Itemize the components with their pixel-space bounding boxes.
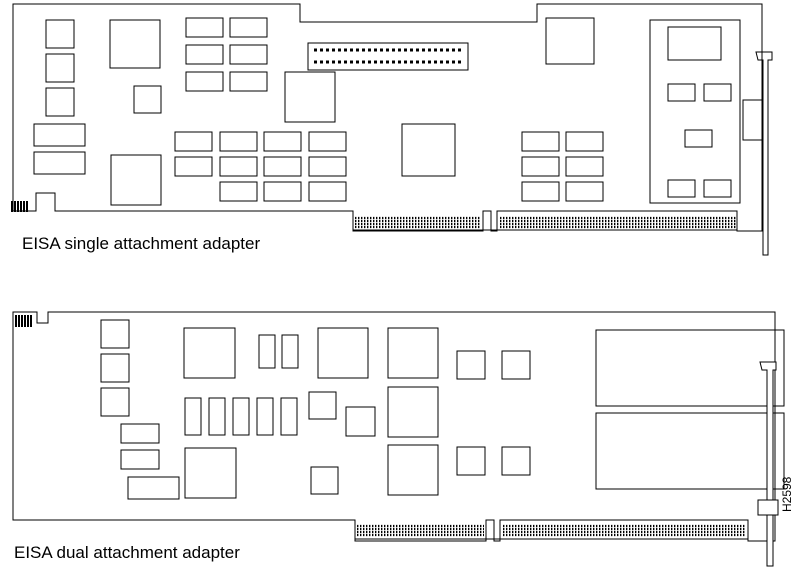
chip-narrow: [232, 397, 250, 436]
chip-large: [387, 327, 439, 379]
chip: [565, 131, 604, 152]
single-board-outline: [12, 3, 763, 232]
chip: [100, 353, 130, 383]
chip: [521, 131, 560, 152]
optical-module-b: [595, 412, 785, 490]
chip: [308, 391, 337, 420]
chip: [127, 476, 180, 500]
dual-adapter-caption: EISA dual attachment adapter: [14, 543, 240, 562]
chip-large: [401, 123, 456, 177]
chip: [521, 156, 560, 177]
chip: [229, 17, 268, 38]
dual-edge-contacts-left: [357, 524, 484, 537]
chip: [174, 131, 213, 152]
chip: [45, 53, 75, 83]
chip-narrow: [184, 397, 202, 436]
chip-narrow: [281, 334, 299, 369]
chip-large: [183, 327, 236, 379]
single-attachment-board: [11, 3, 773, 256]
chip: [33, 123, 86, 147]
chip-large: [387, 444, 439, 496]
chip: [501, 350, 531, 380]
chip: [185, 17, 224, 38]
chip: [308, 131, 347, 152]
chip: [565, 156, 604, 177]
optical-module: [649, 19, 741, 204]
chip: [219, 156, 258, 177]
chip: [565, 181, 604, 202]
chip: [521, 181, 560, 202]
chip: [229, 71, 268, 92]
chip: [45, 19, 75, 49]
chip: [185, 71, 224, 92]
chip: [308, 156, 347, 177]
dual-edge-contacts-right: [503, 524, 746, 537]
single-edge-contacts-right: [500, 216, 736, 229]
chip: [33, 151, 86, 175]
chip-narrow: [256, 397, 274, 436]
dual-mounting-bracket: [757, 361, 779, 567]
chip: [310, 466, 339, 495]
chip: [308, 181, 347, 202]
chip-large: [284, 71, 336, 123]
chip: [45, 87, 75, 117]
chip-large: [387, 386, 439, 438]
chip: [345, 406, 376, 437]
dual-attachment-board: [12, 311, 785, 567]
chip-large: [545, 17, 595, 65]
chip: [120, 449, 160, 470]
chip: [185, 44, 224, 65]
chip: [100, 319, 130, 349]
chip-large: [184, 447, 237, 499]
chip: [456, 446, 486, 476]
chip: [263, 181, 302, 202]
chip-large: [317, 327, 369, 379]
single-adapter-caption: EISA single attachment adapter: [22, 234, 261, 253]
chip: [133, 85, 162, 114]
chip-large: [109, 19, 161, 69]
chip: [219, 131, 258, 152]
chip-narrow: [208, 397, 226, 436]
chip-narrow: [280, 397, 298, 436]
chip: [174, 156, 213, 177]
chip: [229, 44, 268, 65]
optical-module-a: [595, 329, 785, 407]
chip: [100, 387, 130, 417]
chip-narrow: [258, 334, 276, 369]
single-corner-contacts: [11, 201, 28, 212]
pin-header: [307, 42, 469, 71]
chip: [120, 423, 160, 444]
chip: [219, 181, 258, 202]
single-mounting-bracket: [742, 51, 773, 256]
chip: [456, 350, 486, 380]
chip: [501, 446, 531, 476]
single-edge-contacts-left: [355, 216, 481, 229]
dual-corner-contacts: [15, 315, 32, 327]
chip: [263, 156, 302, 177]
figure-id: H2598: [780, 476, 794, 512]
chip-large: [110, 154, 162, 206]
chip: [263, 131, 302, 152]
dual-board-outline: [12, 311, 776, 542]
